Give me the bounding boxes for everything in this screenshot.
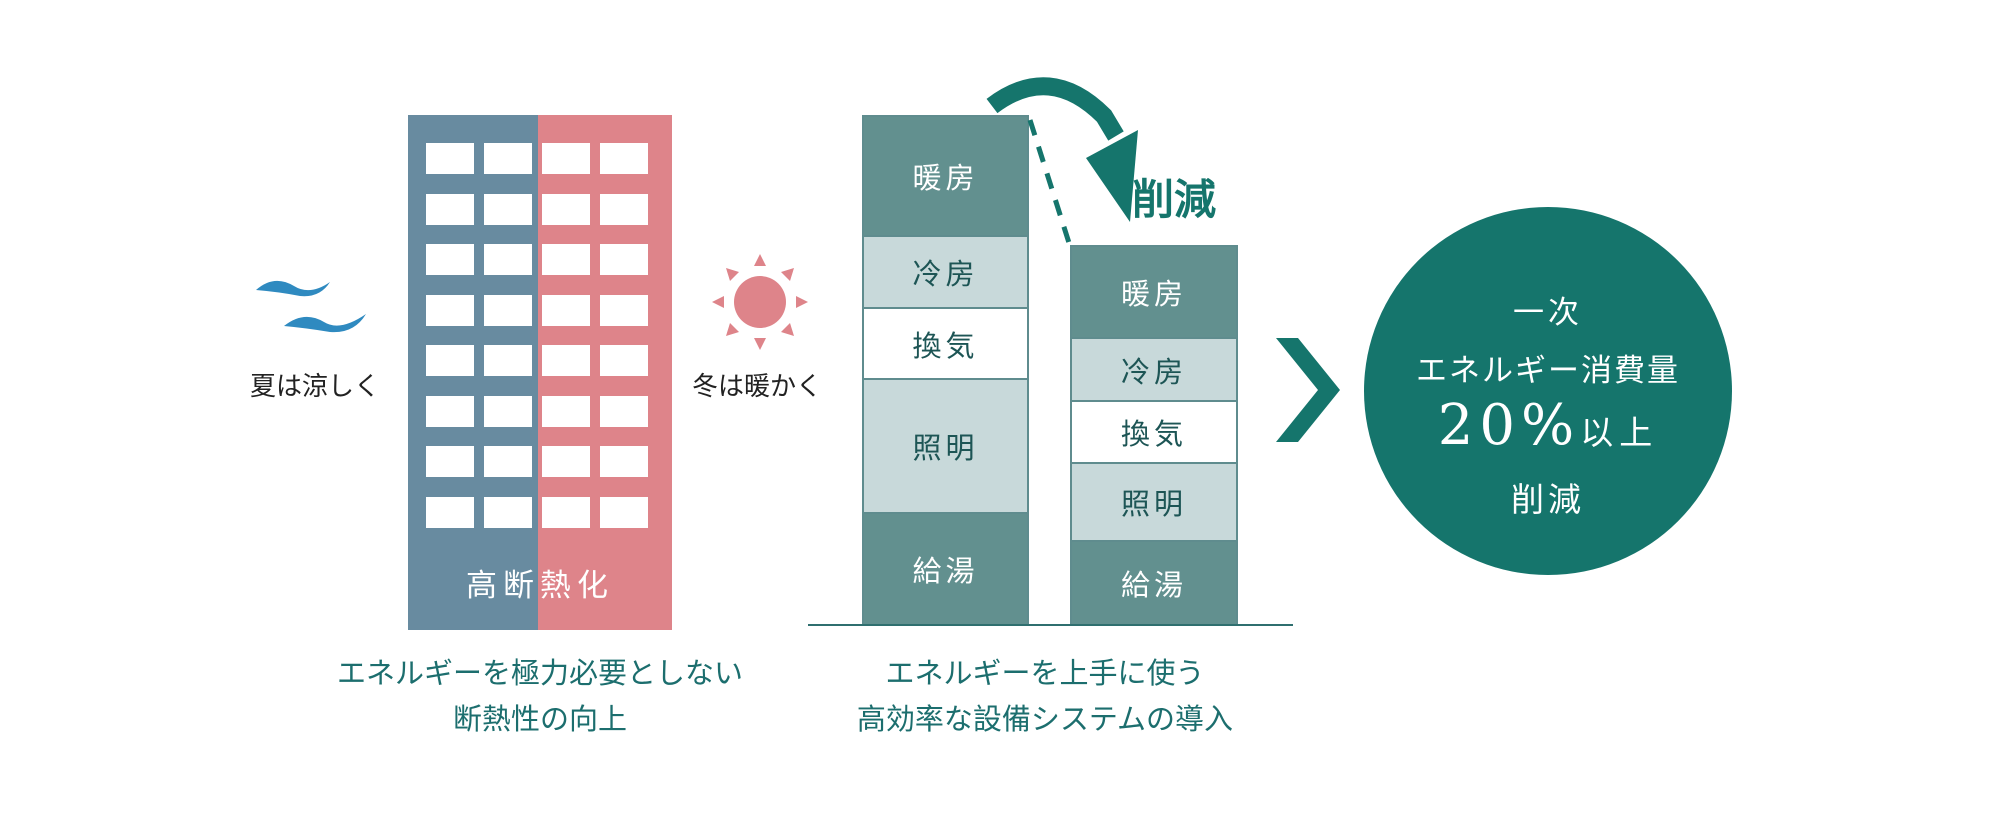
building-label: 高断熱化	[466, 568, 614, 604]
building-window	[426, 143, 474, 174]
chevron-right-icon	[1276, 338, 1340, 442]
after-segment-ventilation: 換気	[1072, 402, 1236, 464]
building-window	[484, 143, 532, 174]
result-circle: 一次 エネルギー消費量 20%以上 削減	[1364, 207, 1732, 575]
building-window	[484, 345, 532, 376]
winter-label: 冬は暖かく	[692, 372, 823, 402]
building-window	[600, 244, 648, 275]
after-bar: 暖房 冷房 換気 照明 給湯	[1070, 245, 1238, 626]
building-window	[542, 496, 590, 528]
reduction-arrow	[986, 77, 1138, 247]
building-window	[484, 294, 532, 326]
building-window	[600, 496, 648, 528]
building-window	[600, 294, 648, 326]
building-window	[542, 294, 590, 326]
before-segment-ventilation: 換気	[864, 309, 1027, 380]
building-window	[542, 446, 590, 477]
after-segment-heating: 暖房	[1072, 247, 1236, 339]
after-segment-cooling: 冷房	[1072, 339, 1236, 402]
after-segment-hotwater: 給湯	[1072, 542, 1236, 624]
equipment-caption: エネルギーを上手に使う 高効率な設備システムの導入	[820, 650, 1270, 742]
result-line1: 一次	[1513, 295, 1583, 331]
building-window	[426, 496, 474, 528]
result-line2: エネルギー消費量	[1416, 353, 1680, 389]
before-bar: 暖房 冷房 換気 照明 給湯	[862, 115, 1029, 626]
result-percent-suffix: 以上	[1580, 413, 1659, 452]
building-window	[600, 143, 648, 174]
insulation-caption: エネルギーを極力必要としない 断熱性の向上	[300, 650, 780, 742]
building-window	[484, 395, 532, 427]
insulation-caption-line2: 断熱性の向上	[452, 702, 627, 736]
building-window	[484, 446, 532, 477]
building-window	[426, 294, 474, 326]
result-line4: 削減	[1511, 480, 1585, 519]
insulation-caption-line1: エネルギーを極力必要としない	[336, 656, 743, 690]
building-window	[426, 446, 474, 477]
building-window	[542, 143, 590, 174]
before-segment-hotwater: 給湯	[864, 514, 1027, 624]
building-window	[542, 345, 590, 376]
building-window	[542, 395, 590, 427]
equipment-caption-line1: エネルギーを上手に使う	[885, 656, 1205, 690]
result-percent: 20%	[1437, 393, 1581, 458]
building-window	[600, 345, 648, 376]
before-segment-heating: 暖房	[864, 117, 1027, 237]
before-segment-cooling: 冷房	[864, 237, 1027, 309]
building-window	[426, 395, 474, 427]
building-window	[426, 193, 474, 225]
reduction-label: 削減	[1132, 175, 1217, 224]
after-segment-lighting: 照明	[1072, 464, 1236, 542]
wind-icon	[256, 280, 366, 333]
bar-baseline	[808, 624, 1293, 626]
before-segment-lighting: 照明	[864, 380, 1027, 514]
building-window	[542, 193, 590, 225]
building-window	[600, 193, 648, 225]
sun-icon	[712, 254, 808, 350]
building-window	[484, 496, 532, 528]
building-window	[600, 446, 648, 477]
building-window	[600, 395, 648, 427]
building-window	[484, 244, 532, 275]
summer-label: 夏は涼しく	[250, 372, 381, 402]
building-window	[542, 244, 590, 275]
building-window	[426, 244, 474, 275]
insulated-building: 高断熱化	[408, 115, 672, 630]
equipment-caption-line2: 高効率な設備システムの導入	[856, 702, 1234, 736]
building-window	[484, 193, 532, 225]
result-line3: 20%以上	[1364, 393, 1732, 458]
building-window	[426, 345, 474, 376]
